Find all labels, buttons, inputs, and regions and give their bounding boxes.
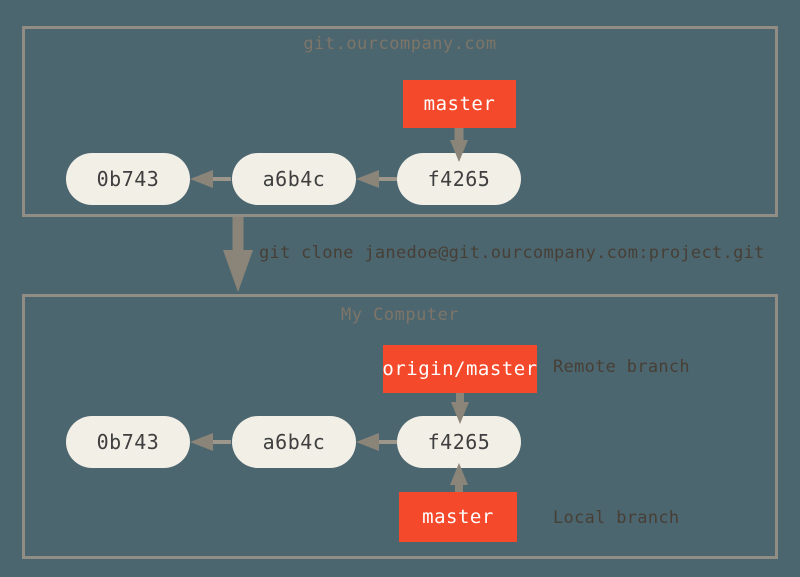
local-commit-0b743: 0b743 [66,416,190,468]
local-remote-branch-origin-master: origin/master [382,345,537,393]
server-commit-0b743: 0b743 [66,153,190,205]
local-branch-master: master [399,492,517,542]
server-branch-master: master [403,80,516,128]
local-group-box [22,294,778,559]
local-branch-caption: Local branch [553,508,680,528]
local-commit-f4265: f4265 [397,416,521,468]
clone-command-label: git clone janedoe@git.ourcompany.com:pro… [259,243,765,263]
arrow-git-clone [223,217,253,292]
local-box-title: My Computer [340,305,460,325]
remote-branch-caption: Remote branch [553,357,690,377]
server-group-box [22,26,778,217]
server-commit-f4265: f4265 [397,153,521,205]
local-commit-a6b4c: a6b4c [232,416,356,468]
server-commit-a6b4c: a6b4c [232,153,356,205]
server-box-title: git.ourcompany.com [303,34,497,54]
